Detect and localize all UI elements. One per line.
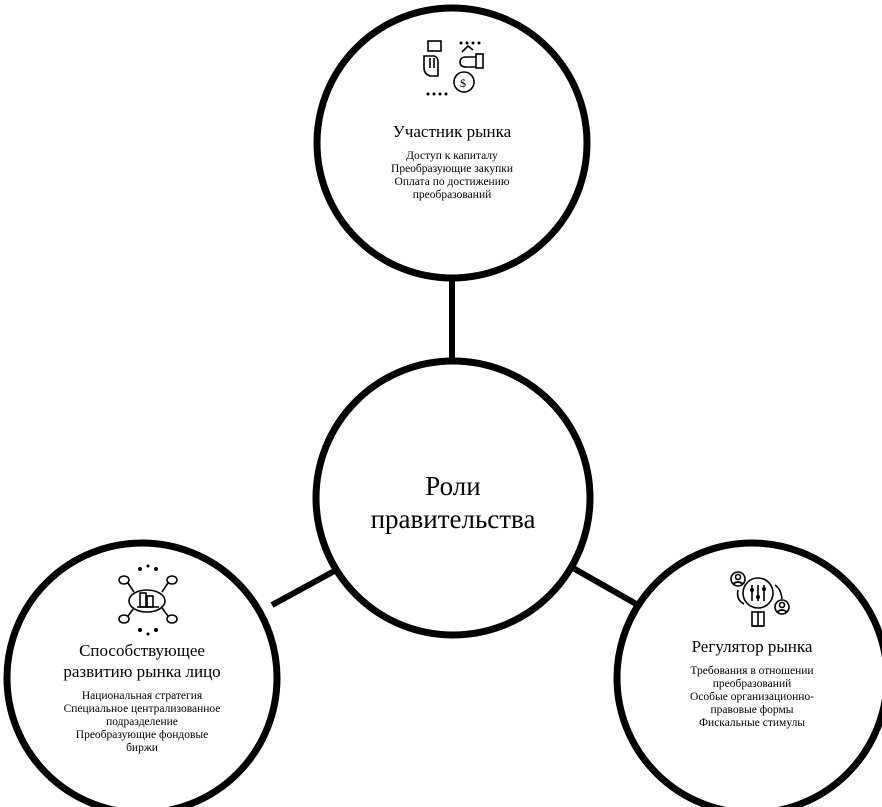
circle-market-regulator: [613, 539, 882, 807]
market-participant-title: Участник рынка: [392, 122, 512, 141]
list-item: Требования в отношении: [690, 665, 814, 677]
list-item: преобразований: [712, 678, 792, 690]
list-item: Фискальные стимулы: [698, 717, 806, 729]
center-node: Роли правительства: [353, 470, 553, 536]
market-participant-node: Участник рынка Доступ к капиталу Преобра…: [352, 121, 552, 202]
market-participant-list: Доступ к капиталу Преобразующие закупки …: [352, 150, 552, 202]
network-building-icon: [118, 564, 178, 636]
connector-right: [571, 565, 640, 608]
list-item: Доступ к капиталу: [406, 150, 498, 162]
list-item: преобразований: [412, 189, 492, 201]
market-facilitator-list: Национальная стратегия Специальное центр…: [42, 690, 242, 755]
market-regulator-list: Требования в отношении преобразований Ос…: [652, 665, 852, 730]
center-title-line: правительства: [370, 504, 536, 534]
circle-center: [312, 357, 594, 639]
market-facilitator-title-line: развитию рынка лицо: [63, 662, 221, 681]
list-item: правовые формы: [710, 704, 794, 716]
list-item: подразделение: [106, 716, 178, 728]
market-facilitator-node: Способствующее развитию рынка лицо Нацио…: [42, 640, 242, 755]
list-item: Национальная стратегия: [81, 690, 203, 702]
regulation-controls-icon: [730, 571, 790, 627]
market-facilitator-title-line: Способствующее: [79, 641, 205, 660]
center-title-line: Роли: [425, 471, 481, 501]
list-item: Преобразующие фондовые: [75, 729, 209, 741]
list-item: Оплата по достижению: [394, 176, 510, 188]
svg-text:$: $: [460, 76, 466, 90]
connector-left: [270, 565, 342, 608]
hand-money-exchange-icon: $: [423, 40, 484, 96]
list-item: Особые организационно-: [690, 691, 814, 703]
market-regulator-node: Регулятор рынка Требования в отношении п…: [652, 636, 852, 730]
circle-market-facilitator: [3, 539, 281, 807]
list-item: биржи: [126, 742, 158, 754]
list-item: Специальное централизованное: [63, 703, 221, 715]
circle-market-participant: [313, 4, 591, 282]
market-regulator-title: Регулятор рынка: [691, 637, 813, 656]
list-item: Преобразующие закупки: [391, 163, 513, 175]
